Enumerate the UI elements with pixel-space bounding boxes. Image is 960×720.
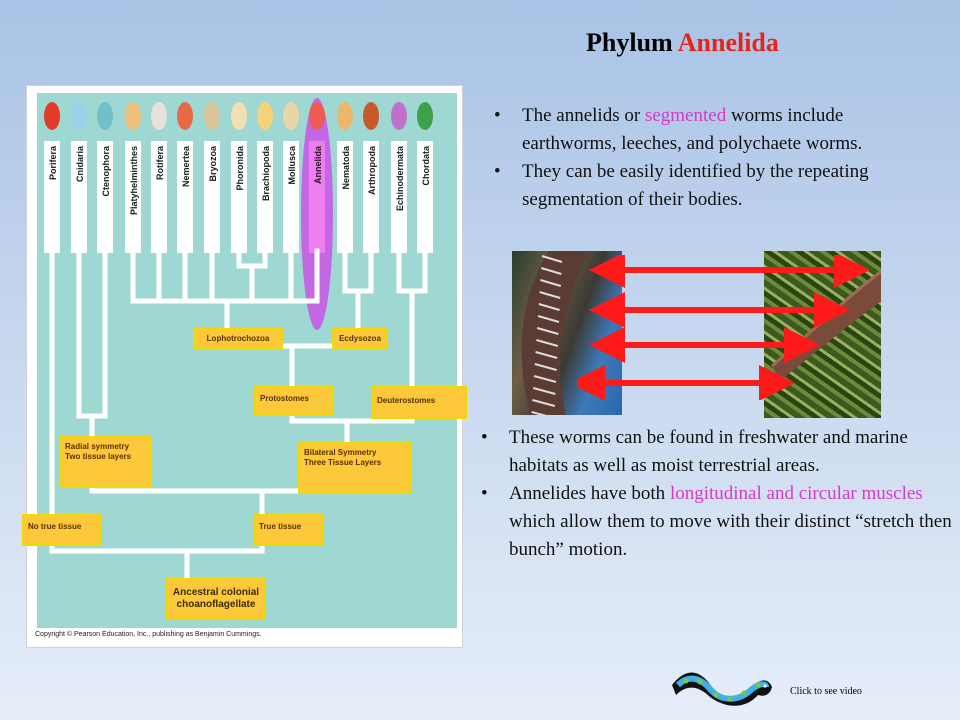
phylum-label-arthropoda: Arthropoda bbox=[367, 145, 377, 195]
bilateral-symmetry-label: Bilateral Symmetry Three Tissue Layers bbox=[298, 442, 412, 494]
phylum-bar-bryozoa bbox=[204, 141, 220, 253]
segmentation-arrows bbox=[577, 255, 870, 400]
phylum-label-phoronida: Phoronida bbox=[235, 145, 245, 190]
phylum-label-bryozoa: Bryozoa bbox=[208, 145, 218, 182]
bullet-text: The annelids or bbox=[522, 105, 645, 126]
radial-line-1: Radial symmetry bbox=[65, 442, 130, 451]
title-prefix: Phylum bbox=[586, 28, 678, 57]
radial-line-2: Two tissue layers bbox=[65, 452, 132, 461]
organism-icon-porifera bbox=[44, 102, 60, 130]
worm-segment bbox=[536, 339, 559, 347]
no-true-tissue-label: No true tissue bbox=[22, 514, 101, 546]
bilateral-line-1: Bilateral Symmetry bbox=[304, 448, 377, 457]
copyright-notice: Copyright © Pearson Education, Inc., pub… bbox=[35, 631, 262, 638]
worm-segment bbox=[538, 303, 560, 311]
worm-segment bbox=[537, 315, 560, 323]
click-to-see-video-link[interactable]: Click to see video bbox=[790, 686, 862, 697]
worm-segment bbox=[532, 399, 556, 407]
bullet-text: which allow them to move with their dist… bbox=[509, 511, 952, 560]
organism-icon-mollusca bbox=[283, 102, 299, 130]
phylum-label-porifera: Porifera bbox=[48, 145, 58, 180]
organism-icon-chordata bbox=[417, 102, 433, 130]
phylum-label-cnidaria: Cnidaria bbox=[75, 145, 85, 182]
bottom-bullet-list: These worms can be found in freshwater a… bbox=[481, 424, 957, 564]
phylum-bar-ctenophora bbox=[97, 141, 113, 253]
slide-title: Phylum Annelida bbox=[586, 28, 779, 58]
phylum-bar-chordata bbox=[417, 141, 433, 253]
phylum-bar-brachiopoda bbox=[257, 141, 273, 253]
phylogenetic-tree: Porifera Cnidaria Ctenophora Platyhelminthe… bbox=[22, 85, 467, 648]
muscles-highlight: longitudinal and circular muscles bbox=[669, 483, 923, 504]
lophotrochozoa-label: Lophotrochozoa bbox=[193, 328, 283, 350]
phylum-label-nematoda: Nematoda bbox=[341, 145, 351, 190]
organism-icon-nemertea bbox=[177, 102, 193, 130]
phylum-label-chordata: Chordata bbox=[421, 145, 431, 185]
phylum-label-brachiopoda: Brachiopoda bbox=[261, 145, 271, 201]
phylum-bar-nematoda bbox=[337, 141, 353, 253]
organism-icon-echinodermata bbox=[391, 102, 407, 130]
ancestor-line-1: Ancestral colonial bbox=[172, 587, 260, 598]
phylum-bar-nemertea bbox=[177, 141, 193, 253]
phylum-bar-porifera bbox=[44, 141, 60, 253]
organism-icon-rotifera bbox=[151, 102, 167, 130]
worm-segment bbox=[532, 387, 556, 395]
protostomes-label: Protostomes bbox=[254, 386, 334, 416]
phylum-label-annelida: Annelida bbox=[313, 145, 323, 184]
phylum-label-echinodermata: Echinodermata bbox=[395, 145, 405, 211]
worm-segment bbox=[535, 351, 558, 359]
phylum-bar-phoronida bbox=[231, 141, 247, 253]
ancestor-line-2: choanoflagellate bbox=[176, 599, 256, 610]
organism-icon-phoronida bbox=[231, 102, 247, 130]
organism-icon-ctenophora bbox=[97, 102, 113, 130]
bullet-habitats: These worms can be found in freshwater a… bbox=[481, 424, 957, 480]
true-tissue-label: True tissue bbox=[253, 514, 323, 546]
worm-segment bbox=[533, 375, 557, 383]
segmented-highlight: segmented bbox=[644, 105, 727, 126]
worm-segment bbox=[540, 267, 562, 275]
phylum-label-mollusca: Mollusca bbox=[287, 145, 297, 185]
deuterostomes-label: Deuterostomes bbox=[371, 386, 467, 419]
radial-symmetry-label: Radial symmetry Two tissue layers bbox=[59, 436, 151, 488]
bilateral-line-2: Three Tissue Layers bbox=[304, 458, 382, 467]
phylum-bar-annelida bbox=[309, 141, 325, 253]
bullet-text: worms include earthworms, leeches, and p… bbox=[522, 105, 863, 154]
ecdysozoa-label: Ecdysozoa bbox=[332, 328, 388, 350]
bullet-text: Annelides have both bbox=[509, 483, 670, 504]
phylum-bar-arthropoda bbox=[363, 141, 379, 253]
bullet-identify: They can be easily identified by the rep… bbox=[494, 158, 934, 214]
bullet-segmented: The annelids or segmented worms include … bbox=[494, 102, 934, 158]
ancestral-colonial-label: Ancestral colonial choanoflagellate bbox=[166, 578, 266, 620]
title-accent: Annelida bbox=[677, 28, 779, 57]
worm-segment bbox=[534, 363, 557, 371]
phylum-label-rotifera: Rotifera bbox=[155, 145, 165, 180]
worm-segment bbox=[539, 291, 561, 299]
phylum-bar-echinodermata bbox=[391, 141, 407, 253]
worm-icon[interactable] bbox=[666, 665, 776, 709]
phylum-bar-platyhelminthes bbox=[125, 141, 141, 253]
bullet-muscles: Annelides have both longitudinal and cir… bbox=[481, 480, 957, 564]
organism-icon-annelida bbox=[309, 102, 325, 130]
tree-lines bbox=[49, 248, 428, 589]
phylum-label-platyhelminthes: Platyhelminthes bbox=[129, 146, 139, 215]
worm-segment bbox=[536, 327, 559, 335]
tree-diagram: Porifera Cnidaria Ctenophora Platyhelminthe… bbox=[37, 93, 457, 628]
phylum-bar-cnidaria bbox=[71, 141, 87, 253]
organism-icon-cnidaria bbox=[71, 102, 87, 130]
top-bullet-list: The annelids or segmented worms include … bbox=[494, 102, 934, 214]
organism-icon-brachiopoda bbox=[257, 102, 273, 130]
worm-segment bbox=[540, 279, 562, 287]
organism-icon-bryozoa bbox=[204, 102, 220, 130]
phylum-bar-mollusca bbox=[283, 141, 299, 253]
phylum-bars: Porifera Cnidaria Ctenophora Platyhelminthe… bbox=[44, 141, 433, 253]
phylum-label-nemertea: Nemertea bbox=[181, 145, 191, 187]
organism-icon-nematoda bbox=[337, 102, 353, 130]
organism-icon-arthropoda bbox=[363, 102, 379, 130]
organism-icons bbox=[44, 102, 433, 130]
organism-icon-platyhelminthes bbox=[125, 102, 141, 130]
worm-segment bbox=[531, 411, 547, 415]
worm-segment bbox=[541, 255, 563, 263]
phylum-label-ctenophora: Ctenophora bbox=[101, 145, 111, 196]
phylum-bar-rotifera bbox=[151, 141, 167, 253]
